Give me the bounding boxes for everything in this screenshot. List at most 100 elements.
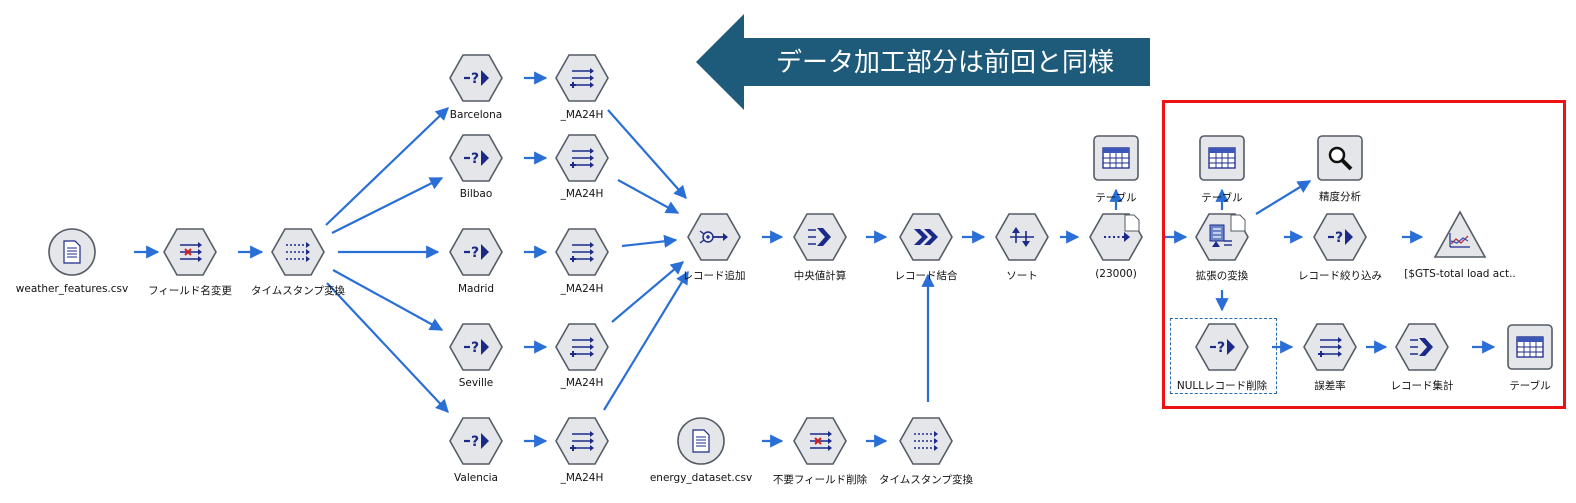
filter-fields-icon [810,431,832,451]
flow-arrow-16 [603,270,689,411]
flow-arrow-27 [1255,180,1312,215]
barcelona-select-node-label: Barcelona [449,109,503,121]
drop-unneeded-fields-node-label: 不要フィールド削除 [772,474,868,486]
record-merge-node-label: レコード結合 [894,270,958,282]
svg-text:?: ? [1217,340,1225,356]
madrid-ma24h-node[interactable] [555,228,609,276]
valencia-ma24h-node[interactable] [555,417,609,465]
energy-timestamp-convert-node[interactable] [899,417,953,465]
aggregate-icon [1410,338,1433,356]
accuracy-analysis-node[interactable] [1317,135,1363,181]
extension-transform-node[interactable] [1195,213,1249,261]
table-output-2-node-label: テーブル [1201,192,1243,204]
csv-file-icon [692,429,710,453]
stream-nodes: ??????? [48,54,1553,465]
table-output-2-node[interactable] [1199,135,1245,181]
flow-arrow-14 [621,234,678,248]
accuracy-analysis-node-label: 精度分析 [1319,191,1361,203]
connection-arrows [134,71,1496,448]
drop-unneeded-fields-node[interactable] [793,417,847,465]
table-icon [1102,147,1130,169]
sort-icon [1010,227,1034,247]
field-rename-node-label: フィールド名変更 [148,285,232,297]
table-output-3-node-label: テーブル [1509,380,1551,392]
select-icon: ? [464,70,489,87]
flow-arrow-15 [611,261,685,323]
flow-arrow-13 [617,179,680,214]
banner-text: データ加工部分は前回と同様 [775,48,1114,78]
weather-features-source-node-label: weather_features.csv [15,283,129,295]
table-output-1-node[interactable] [1093,135,1139,181]
seville-select-node-label: Seville [458,377,494,389]
select-icon: ? [1328,229,1353,246]
energy-dataset-source-node-label: energy_dataset.csv [649,472,753,484]
median-calc-node[interactable] [793,213,847,261]
madrid-select-node[interactable]: ? [449,228,503,276]
seville-select-node[interactable]: ? [449,323,503,371]
null-record-delete-node-label: NULLレコード削除 [1176,380,1268,392]
record-aggregate-node[interactable] [1395,323,1449,371]
flow-arrow-6 [326,282,449,413]
derive-icon [1318,337,1342,357]
error-rate-node-label: 誤差率 [1314,380,1346,392]
derive-icon [570,68,594,88]
sort-node-label: ソート [1006,270,1038,282]
valencia-select-node-label: Valencia [454,472,498,484]
record-filter-node[interactable]: ? [1313,213,1367,261]
barcelona-ma24h-node-label: _MA24H [560,109,604,121]
record-append-node[interactable] [687,213,741,261]
madrid-select-node-shape [449,228,503,276]
table-icon [1208,147,1236,169]
select-icon: ? [1210,339,1235,356]
null-record-delete-node[interactable]: ? [1195,323,1249,371]
valencia-ma24h-node-label: _MA24H [560,472,604,484]
table-icon [1516,336,1544,358]
bilbao-ma24h-node[interactable] [555,134,609,182]
select-icon: ? [464,244,489,261]
error-rate-node[interactable] [1303,323,1357,371]
energy-timestamp-convert-node-label: タイムスタンプ変換 [879,474,973,486]
bilbao-select-node-shape [449,134,503,182]
svg-text:?: ? [471,245,479,261]
extension-transform-node-label: 拡張の変換 [1195,270,1249,282]
seville-ma24h-node[interactable] [555,323,609,371]
record-merge-node[interactable] [899,213,953,261]
seville-ma24h-node-label: _MA24H [560,377,604,389]
bilbao-select-node[interactable]: ? [449,134,503,182]
sample-23000-node-label: (23000) [1095,268,1137,280]
valencia-select-node-shape [449,417,503,465]
derive-fields-icon [286,242,310,262]
weather-features-source-node[interactable] [48,228,96,276]
barcelona-ma24h-node[interactable] [555,54,609,102]
sort-node[interactable] [995,213,1049,261]
record-filter-node-label: レコード絞り込み [1298,270,1382,282]
median-calc-node-label: 中央値計算 [793,270,847,282]
flow-arrow-2 [325,107,449,226]
derive-icon [570,242,594,262]
time-plot-node-label: [$GTS-total load act.. [1404,268,1516,280]
timestamp-convert-node[interactable] [271,228,325,276]
svg-text:?: ? [471,71,479,87]
banner-arrow-shape [696,14,1150,110]
time-plot-node-shape [1433,210,1487,258]
select-icon: ? [464,150,489,167]
energy-dataset-source-node[interactable] [677,417,725,465]
barcelona-select-node-shape [449,54,503,102]
madrid-select-node-label: Madrid [457,283,495,295]
field-rename-node[interactable] [163,228,217,276]
record-aggregate-node-shape [1395,323,1449,371]
merge-icon [914,229,938,245]
flow-arrow-12 [607,109,687,199]
table-output-3-node[interactable] [1507,324,1553,370]
sample-23000-node[interactable] [1089,213,1143,261]
svg-text:?: ? [471,340,479,356]
time-plot-node[interactable] [1433,210,1487,258]
aggregate-icon [808,228,831,246]
append-icon [699,230,728,244]
bilbao-ma24h-node-label: _MA24H [560,188,604,200]
valencia-select-node[interactable]: ? [449,417,503,465]
seville-select-node-shape [449,323,503,371]
barcelona-select-node[interactable]: ? [449,54,503,102]
madrid-ma24h-node-label: _MA24H [560,283,604,295]
